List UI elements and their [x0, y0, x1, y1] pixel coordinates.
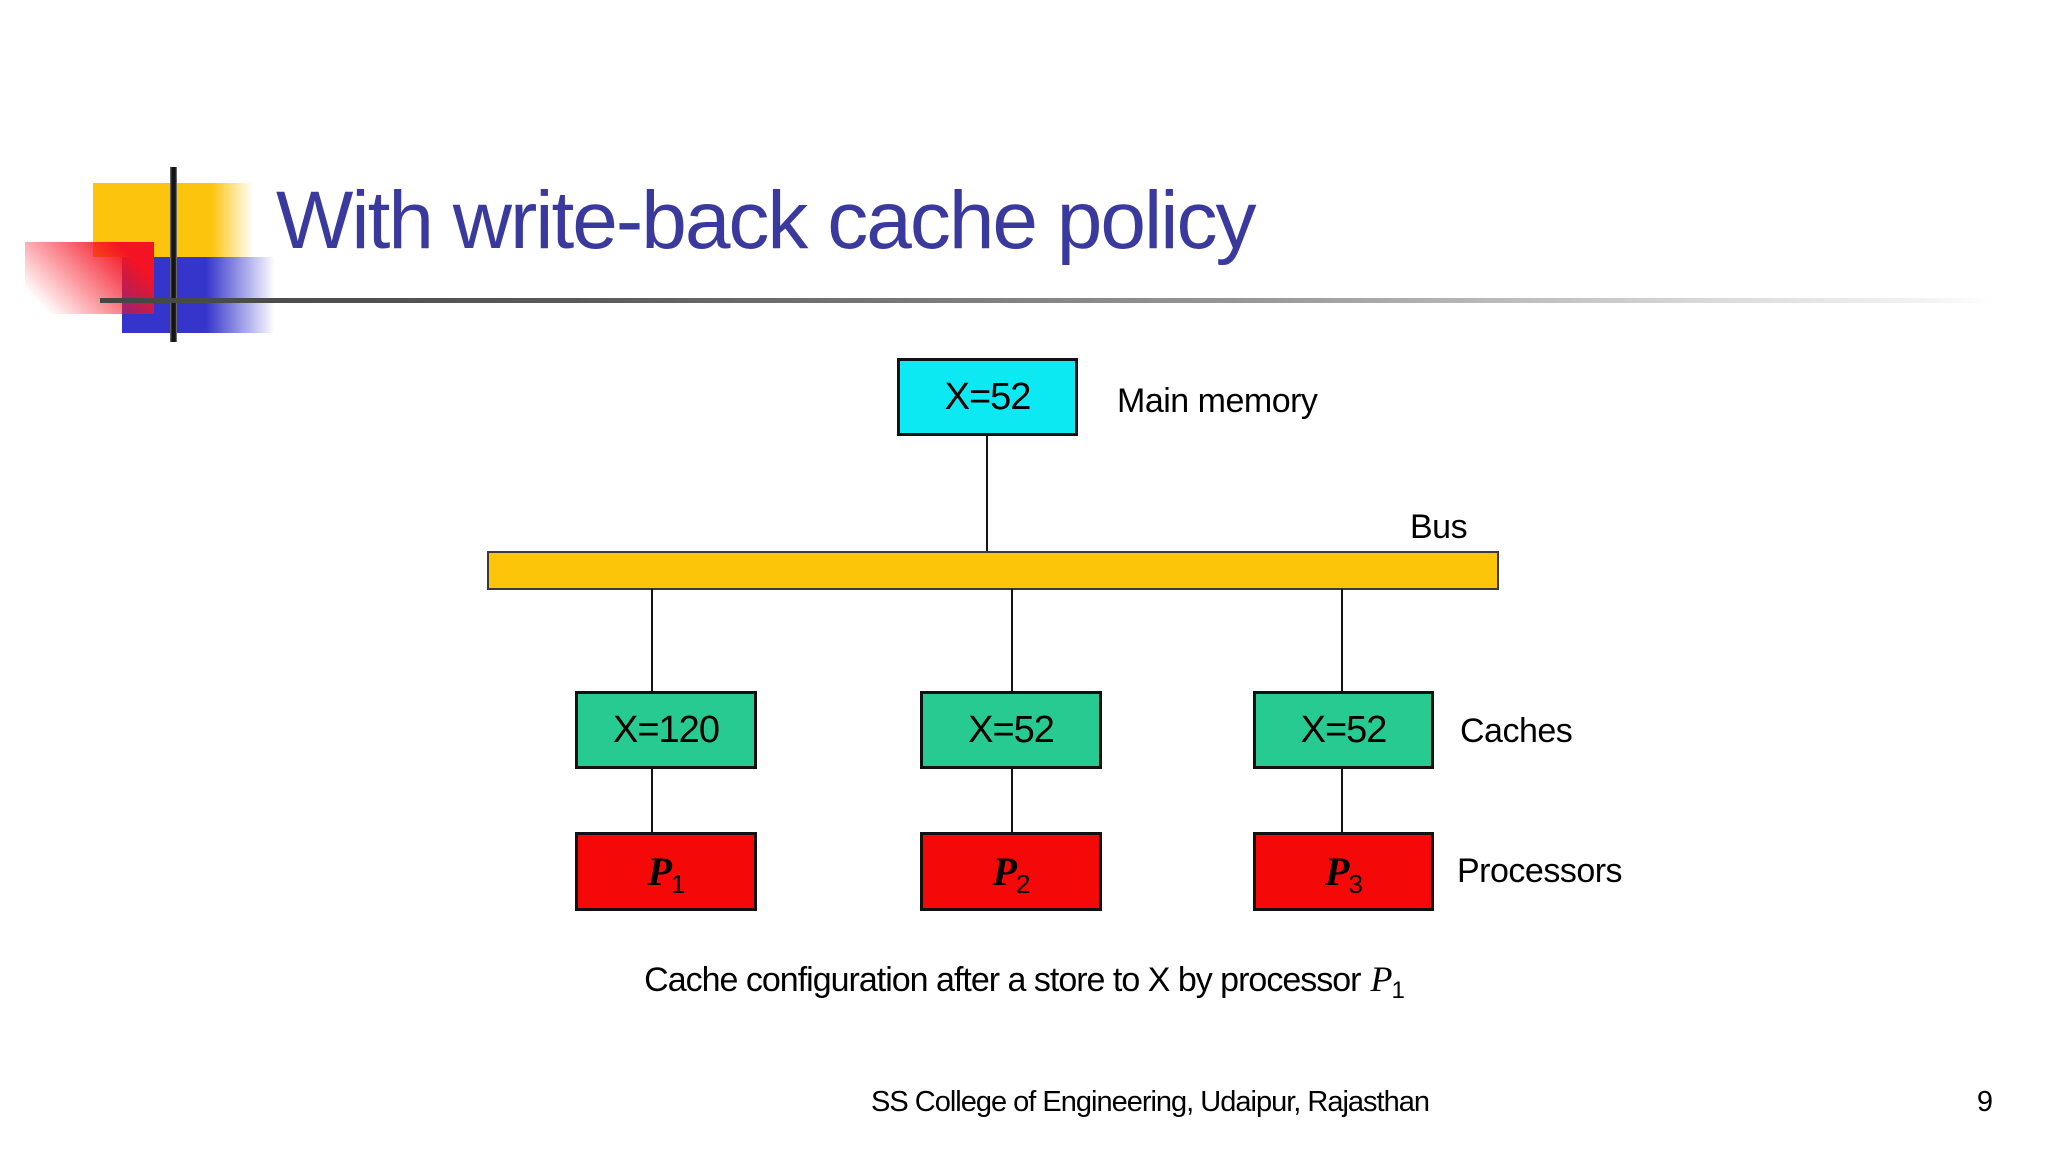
- cache-box-2: X=52: [920, 691, 1102, 769]
- processor-name-1: P1: [647, 848, 686, 897]
- caption-processor-letter: P: [1370, 959, 1392, 999]
- cache-box-1: X=120: [575, 691, 757, 769]
- deco-red-square: [25, 242, 154, 314]
- page-title: With write-back cache policy: [276, 175, 1256, 266]
- cache-box-3: X=52: [1253, 691, 1434, 769]
- main-memory-label: Main memory: [1117, 382, 1318, 420]
- footer-text: SS College of Engineering, Udaipur, Raja…: [871, 1086, 1430, 1118]
- processor-name-2: P2: [992, 848, 1031, 897]
- memory-bus-connector: [986, 435, 988, 551]
- processor-letter-3: P: [1325, 849, 1349, 894]
- processor-box-1: P1: [575, 832, 757, 911]
- processor-subscript-2: 2: [1015, 869, 1031, 899]
- title-underline: [100, 298, 1992, 303]
- cache-value-2: X=52: [968, 708, 1055, 751]
- processor-box-2: P2: [920, 832, 1102, 911]
- main-memory-value: X=52: [944, 375, 1032, 418]
- processors-label: Processors: [1457, 852, 1623, 890]
- page-number: 9: [1976, 1086, 1994, 1118]
- caption: Cache configuration after a store to X b…: [0, 958, 2048, 1003]
- cache2-processor2-connector: [1011, 768, 1013, 832]
- cache3-processor3-connector: [1341, 768, 1343, 832]
- processor-subscript-3: 3: [1348, 869, 1363, 899]
- bus-cache1-connector: [651, 589, 653, 691]
- bus-bar: [487, 551, 1499, 590]
- processor-letter-2: P: [992, 849, 1017, 894]
- main-memory-box: X=52: [897, 358, 1078, 436]
- bus-cache3-connector: [1341, 589, 1343, 691]
- bus-cache2-connector: [1011, 589, 1013, 691]
- processor-letter-1: P: [647, 849, 672, 894]
- cache-value-1: X=120: [613, 708, 720, 751]
- processor-name-3: P3: [1325, 848, 1363, 897]
- cache-value-3: X=52: [1300, 708, 1388, 751]
- processor-box-3: P3: [1253, 832, 1434, 911]
- caches-label: Caches: [1460, 712, 1573, 750]
- bus-label: Bus: [1410, 508, 1468, 546]
- caption-text: Cache configuration after a store to X b…: [644, 961, 1361, 999]
- cache1-processor1-connector: [651, 768, 653, 832]
- deco-vertical-line: [170, 167, 177, 342]
- processor-subscript-1: 1: [670, 869, 686, 899]
- caption-processor-subscript: 1: [1391, 977, 1404, 1004]
